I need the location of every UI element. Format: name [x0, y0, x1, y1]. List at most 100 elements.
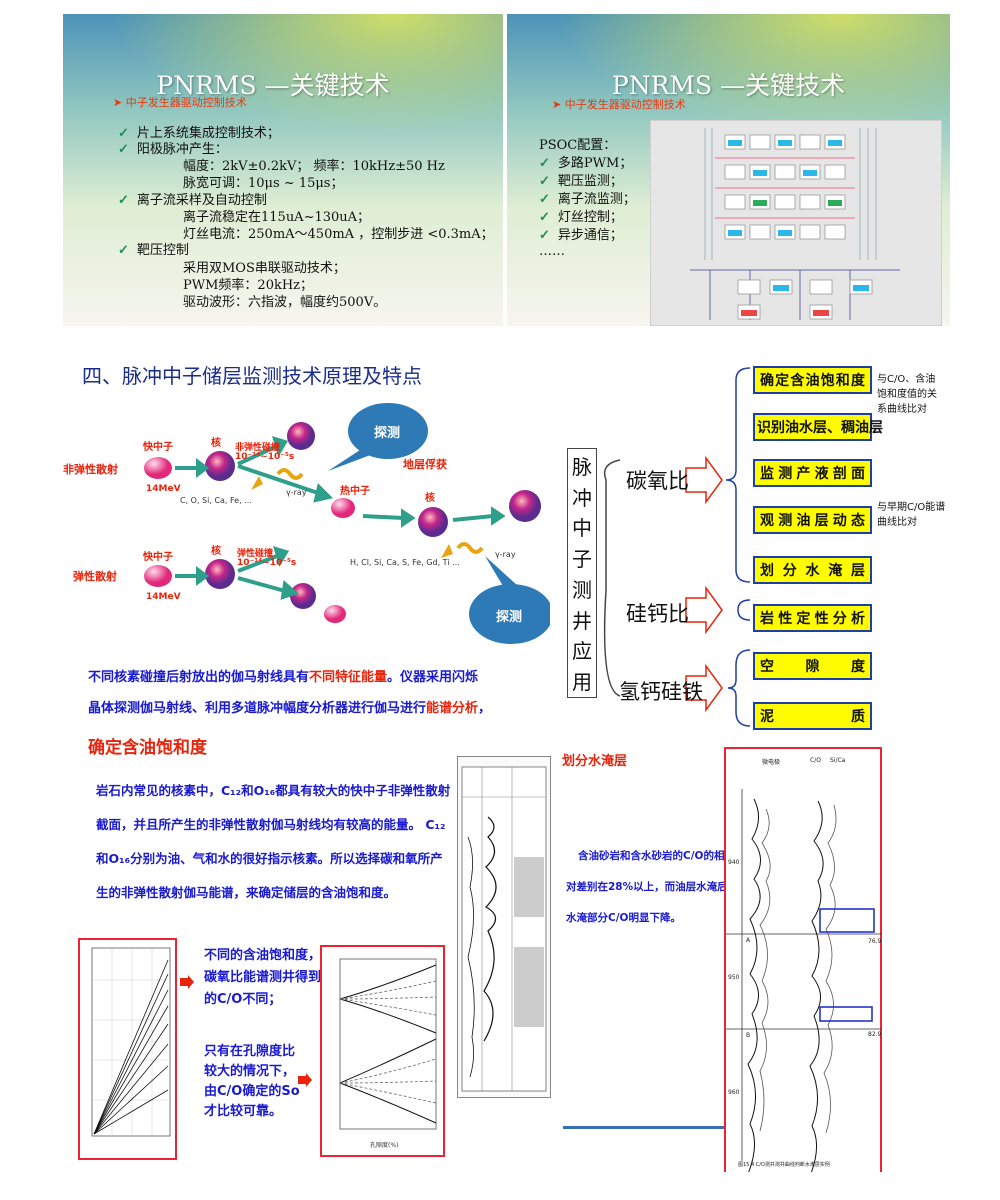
psoc-label: PSOC配置： [539, 138, 617, 153]
check-icon: ✓ [118, 142, 129, 157]
lithology-log-strip [457, 756, 551, 1098]
neutron-diagram: 非弹性散射 弹性散射 快中子 快中子 14MeV 14MeV 核 核 核 非弹性… [63, 396, 550, 654]
fast-neutron-label: 快中子 [143, 552, 173, 563]
co-porosity-chart: 孔隙度(%) [320, 945, 445, 1157]
nucleus-icon [509, 490, 541, 522]
saturation-para: 和O₁₆分别为油、气和水的很好指示核素。所以选择碳和氧所产 [96, 851, 443, 866]
slide-subtitle: ➤ 中子发生器驱动控制技术 [552, 98, 686, 111]
fast-neutron-icon [144, 457, 172, 479]
inelastic-label: 非弹性散射 [63, 463, 118, 476]
root-char: 井 [572, 608, 592, 633]
slide-line: 离子流稳定在115uA~130uA； [183, 210, 371, 225]
elastic-label: 弹性散射 [73, 570, 117, 583]
app-box: 泥质 [753, 702, 872, 730]
check-icon: ✓ [118, 243, 129, 258]
elements-label: C, O, Si, Ca, Fe, ... [180, 496, 252, 505]
slide-left: PNRMS —关键技术 ➤ 中子发生器驱动控制技术 ✓片上系统集成控制技术； ✓… [63, 14, 503, 326]
neutron-diagram-art [144, 403, 550, 644]
root-char: 用 [572, 670, 592, 695]
app-tree-connectors [603, 367, 751, 727]
co-saturation-plot [91, 947, 171, 1137]
root-char: 脉 [572, 454, 592, 479]
app-box: 观测油层动态 [753, 506, 872, 534]
fast-neutron-label: 快中子 [143, 442, 173, 453]
neutron-icon [324, 605, 346, 623]
water-flood-log-plot [726, 789, 882, 1172]
log-header: C/O [810, 757, 821, 764]
saturation-para: 生的非弹性散射伽马能谱，来确定储层的含油饱和度。 [96, 885, 397, 900]
check-icon: ✓ [539, 156, 550, 171]
collision-time: 10⁻¹⁴~10⁻⁵s [235, 452, 295, 462]
nucleus-label: 核 [211, 438, 221, 449]
depth-label: 950 [728, 974, 740, 981]
lithology-log-plot [461, 766, 547, 1092]
app-box: 划分水淹层 [753, 556, 872, 584]
app-box: 监测产液剖面 [753, 459, 872, 487]
intro-line: 不同核素碰撞后射放出的伽马射线具有不同特征能量。仪器采用闪烁 [88, 670, 479, 685]
co-saturation-chart [78, 938, 177, 1160]
collision-label: 非弹性碰撞 [235, 443, 281, 453]
thermal-neutron-label: 热中子 [340, 486, 370, 497]
slide-glow [63, 14, 503, 154]
fast-neutron-icon [144, 565, 172, 587]
psoc-item: ✓多路PWM； [539, 156, 633, 171]
highlight-box [819, 1006, 873, 1022]
water-flood-log: 微电极 C/O Si/Ca 940 950 960 A B 76.9 82.9 … [724, 747, 882, 1172]
root-char: 冲 [572, 485, 592, 510]
triangle-bullet-icon: ➤ [113, 96, 126, 109]
energy-label: 14MeV [146, 592, 181, 602]
psoc-item: ✓灯丝控制； [539, 210, 623, 225]
slide-title: PNRMS —关键技术 [611, 71, 846, 100]
psoc-item: ✓靶压监测； [539, 174, 623, 189]
saturation-caption: 不同的含油饱和度，碳氧比能谱测井得到的C/O不同； [204, 948, 322, 1007]
check-icon: ✓ [118, 126, 129, 141]
highlight-box [819, 908, 875, 933]
depth-label: 940 [728, 859, 740, 866]
nucleus-icon [205, 451, 235, 481]
pointer-arrow-icon [298, 1073, 312, 1087]
root-char: 应 [572, 639, 592, 664]
check-icon: ✓ [539, 174, 550, 189]
app-tree-root: 脉 冲 中 子 测 井 应 用 [567, 448, 597, 698]
value-label: 82.9 [868, 1031, 882, 1038]
flood-para: 含油砂岩和含水砂岩的C/O的相 [578, 850, 725, 862]
collision-time: 10⁻¹⁴~10⁻⁵s [237, 558, 297, 568]
gamma-ray-icon [456, 542, 484, 554]
arrow-icon [685, 663, 723, 713]
psoc-item: ✓离子流监测； [539, 192, 636, 207]
capture-label: 地层俘获 [403, 458, 447, 471]
divider [563, 1126, 728, 1129]
slide-line: ✓靶压控制 [118, 243, 189, 258]
marker-label: B [746, 1032, 751, 1039]
gamma-label: γ-ray [495, 550, 516, 559]
log-caption: 图15.4 C/O测井测井曲线判断水淹层实例 [738, 1162, 830, 1168]
triangle-bullet-icon: ➤ [552, 98, 565, 111]
x-axis-label: 孔隙度(%) [370, 1142, 399, 1149]
slide-line: ✓离子流采样及自动控制 [118, 193, 267, 208]
arrow-icon [685, 585, 723, 635]
flood-title: 划分水淹层 [562, 754, 628, 769]
nucleus-icon [287, 422, 315, 450]
app-box: 空隙度 [753, 652, 872, 680]
app-box: 确定含油饱和度 [753, 366, 872, 394]
check-icon: ✓ [539, 210, 550, 225]
log-header: Si/Ca [830, 757, 846, 764]
flood-para: 对差别在28%以上，而油层水淹后， [566, 881, 739, 893]
slide-right: PNRMS —关键技术 ➤ 中子发生器驱动控制技术 PSOC配置： ✓多路PWM… [507, 14, 950, 326]
psoc-ellipsis: …… [539, 244, 565, 259]
hcsf-label: 氢钙硅铁 [619, 680, 703, 704]
detect-label: 探测 [374, 426, 401, 441]
saturation-para: 截面，并且所产生的非弹性散射伽马射线均有较高的能量。 C₁₂ [96, 817, 446, 832]
slide-line: 驱动波形：六指波，幅度约500V。 [183, 295, 387, 310]
slide-line: 脉宽可调：10μs ~ 15μs； [183, 176, 344, 191]
app-box: 识别油水层、稠油层 [753, 413, 883, 441]
detect-bubble [469, 584, 550, 644]
check-icon: ✓ [118, 193, 129, 208]
gamma-label: γ-ray [286, 488, 307, 497]
app-box: 岩性定性分析 [753, 604, 872, 632]
nucleus-label: 核 [211, 546, 221, 557]
marker-label: A [746, 937, 751, 944]
note-early-co: 与早期C/O能谱曲线比对 [877, 502, 946, 528]
psoc-item: ✓异步通信； [539, 228, 623, 243]
slide-line: 灯丝电流：250mA～450mA ，控制步进 <0.3mA； [183, 227, 494, 242]
